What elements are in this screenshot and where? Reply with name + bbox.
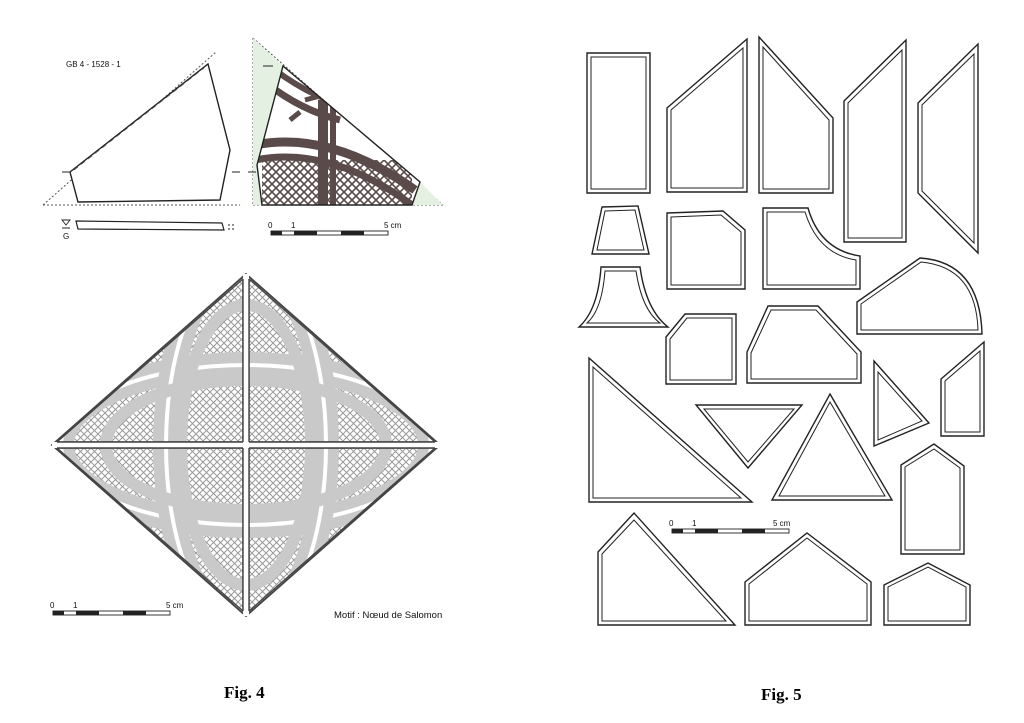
scale-top-1: 1 (291, 221, 296, 230)
scale-top-0: 0 (268, 221, 273, 230)
piece-triangle-small-skew (873, 359, 931, 448)
piece-arc-rounded (856, 257, 983, 335)
solomon-knot-diamond (50, 272, 442, 618)
piece-quad-slant-bottom (597, 511, 737, 626)
scale-bottom-1: 1 (73, 601, 78, 610)
reconstruction-line-left (42, 51, 217, 206)
sherd-interior-outline (256, 64, 421, 206)
fig5-group (577, 35, 985, 626)
fig5-scale-1: 1 (692, 519, 697, 528)
fig5-caption: Fig. 5 (761, 685, 802, 704)
piece-parallelogram-tall-2 (917, 42, 979, 255)
piece-pentagon-cut-corner (666, 210, 746, 290)
fig5-scale-0: 0 (669, 519, 674, 528)
piece-house-wide (744, 532, 872, 626)
motif-label: Motif : Nœud de Salomon (334, 610, 442, 621)
piece-pentagon-slant-1 (666, 37, 748, 193)
section-dash (228, 224, 236, 230)
piece-house-small (883, 562, 971, 626)
scale-bar-bottom: 0 1 5 cm (50, 601, 184, 616)
specimen-label: GB 4 - 1528 - 1 (66, 60, 121, 69)
piece-house-tall (900, 443, 965, 555)
piece-triangle-inverted (694, 404, 804, 470)
scale-bar-top: 0 1 5 cm (268, 221, 402, 236)
piece-trapezoid-small (591, 205, 650, 255)
sherd-exterior (69, 62, 231, 203)
piece-triangle-right-large (588, 356, 754, 503)
section-marker-label: G (63, 232, 69, 241)
piece-quad-slant-small (940, 340, 985, 437)
sherd-exterior-edge (73, 67, 205, 171)
section-marker-icon (61, 219, 71, 226)
scale-bottom-0: 0 (50, 601, 55, 610)
fig5-scale-bar: 0 1 5 cm (669, 519, 791, 534)
piece-hexagon-wide (746, 305, 862, 384)
scale-bottom-5: 5 cm (166, 601, 184, 610)
fig5-scale-5: 5 cm (773, 519, 791, 528)
piece-pentagon-small (665, 313, 737, 385)
piece-concave-quarter (762, 207, 861, 290)
reconstruction-wash-tip (412, 182, 443, 205)
piece-pentagon-slant-2 (758, 35, 834, 194)
piece-triangle-isosceles (770, 392, 894, 501)
piece-parallelogram-tall-1 (843, 38, 907, 243)
piece-bell-trapezoid (577, 266, 671, 328)
fig4-group: GB 4 - 1528 - 1 (42, 37, 444, 702)
piece-rectangle-tall (586, 52, 651, 194)
scale-top-5: 5 cm (384, 221, 402, 230)
section-profile (75, 220, 225, 231)
fig4-caption: Fig. 4 (224, 683, 265, 702)
